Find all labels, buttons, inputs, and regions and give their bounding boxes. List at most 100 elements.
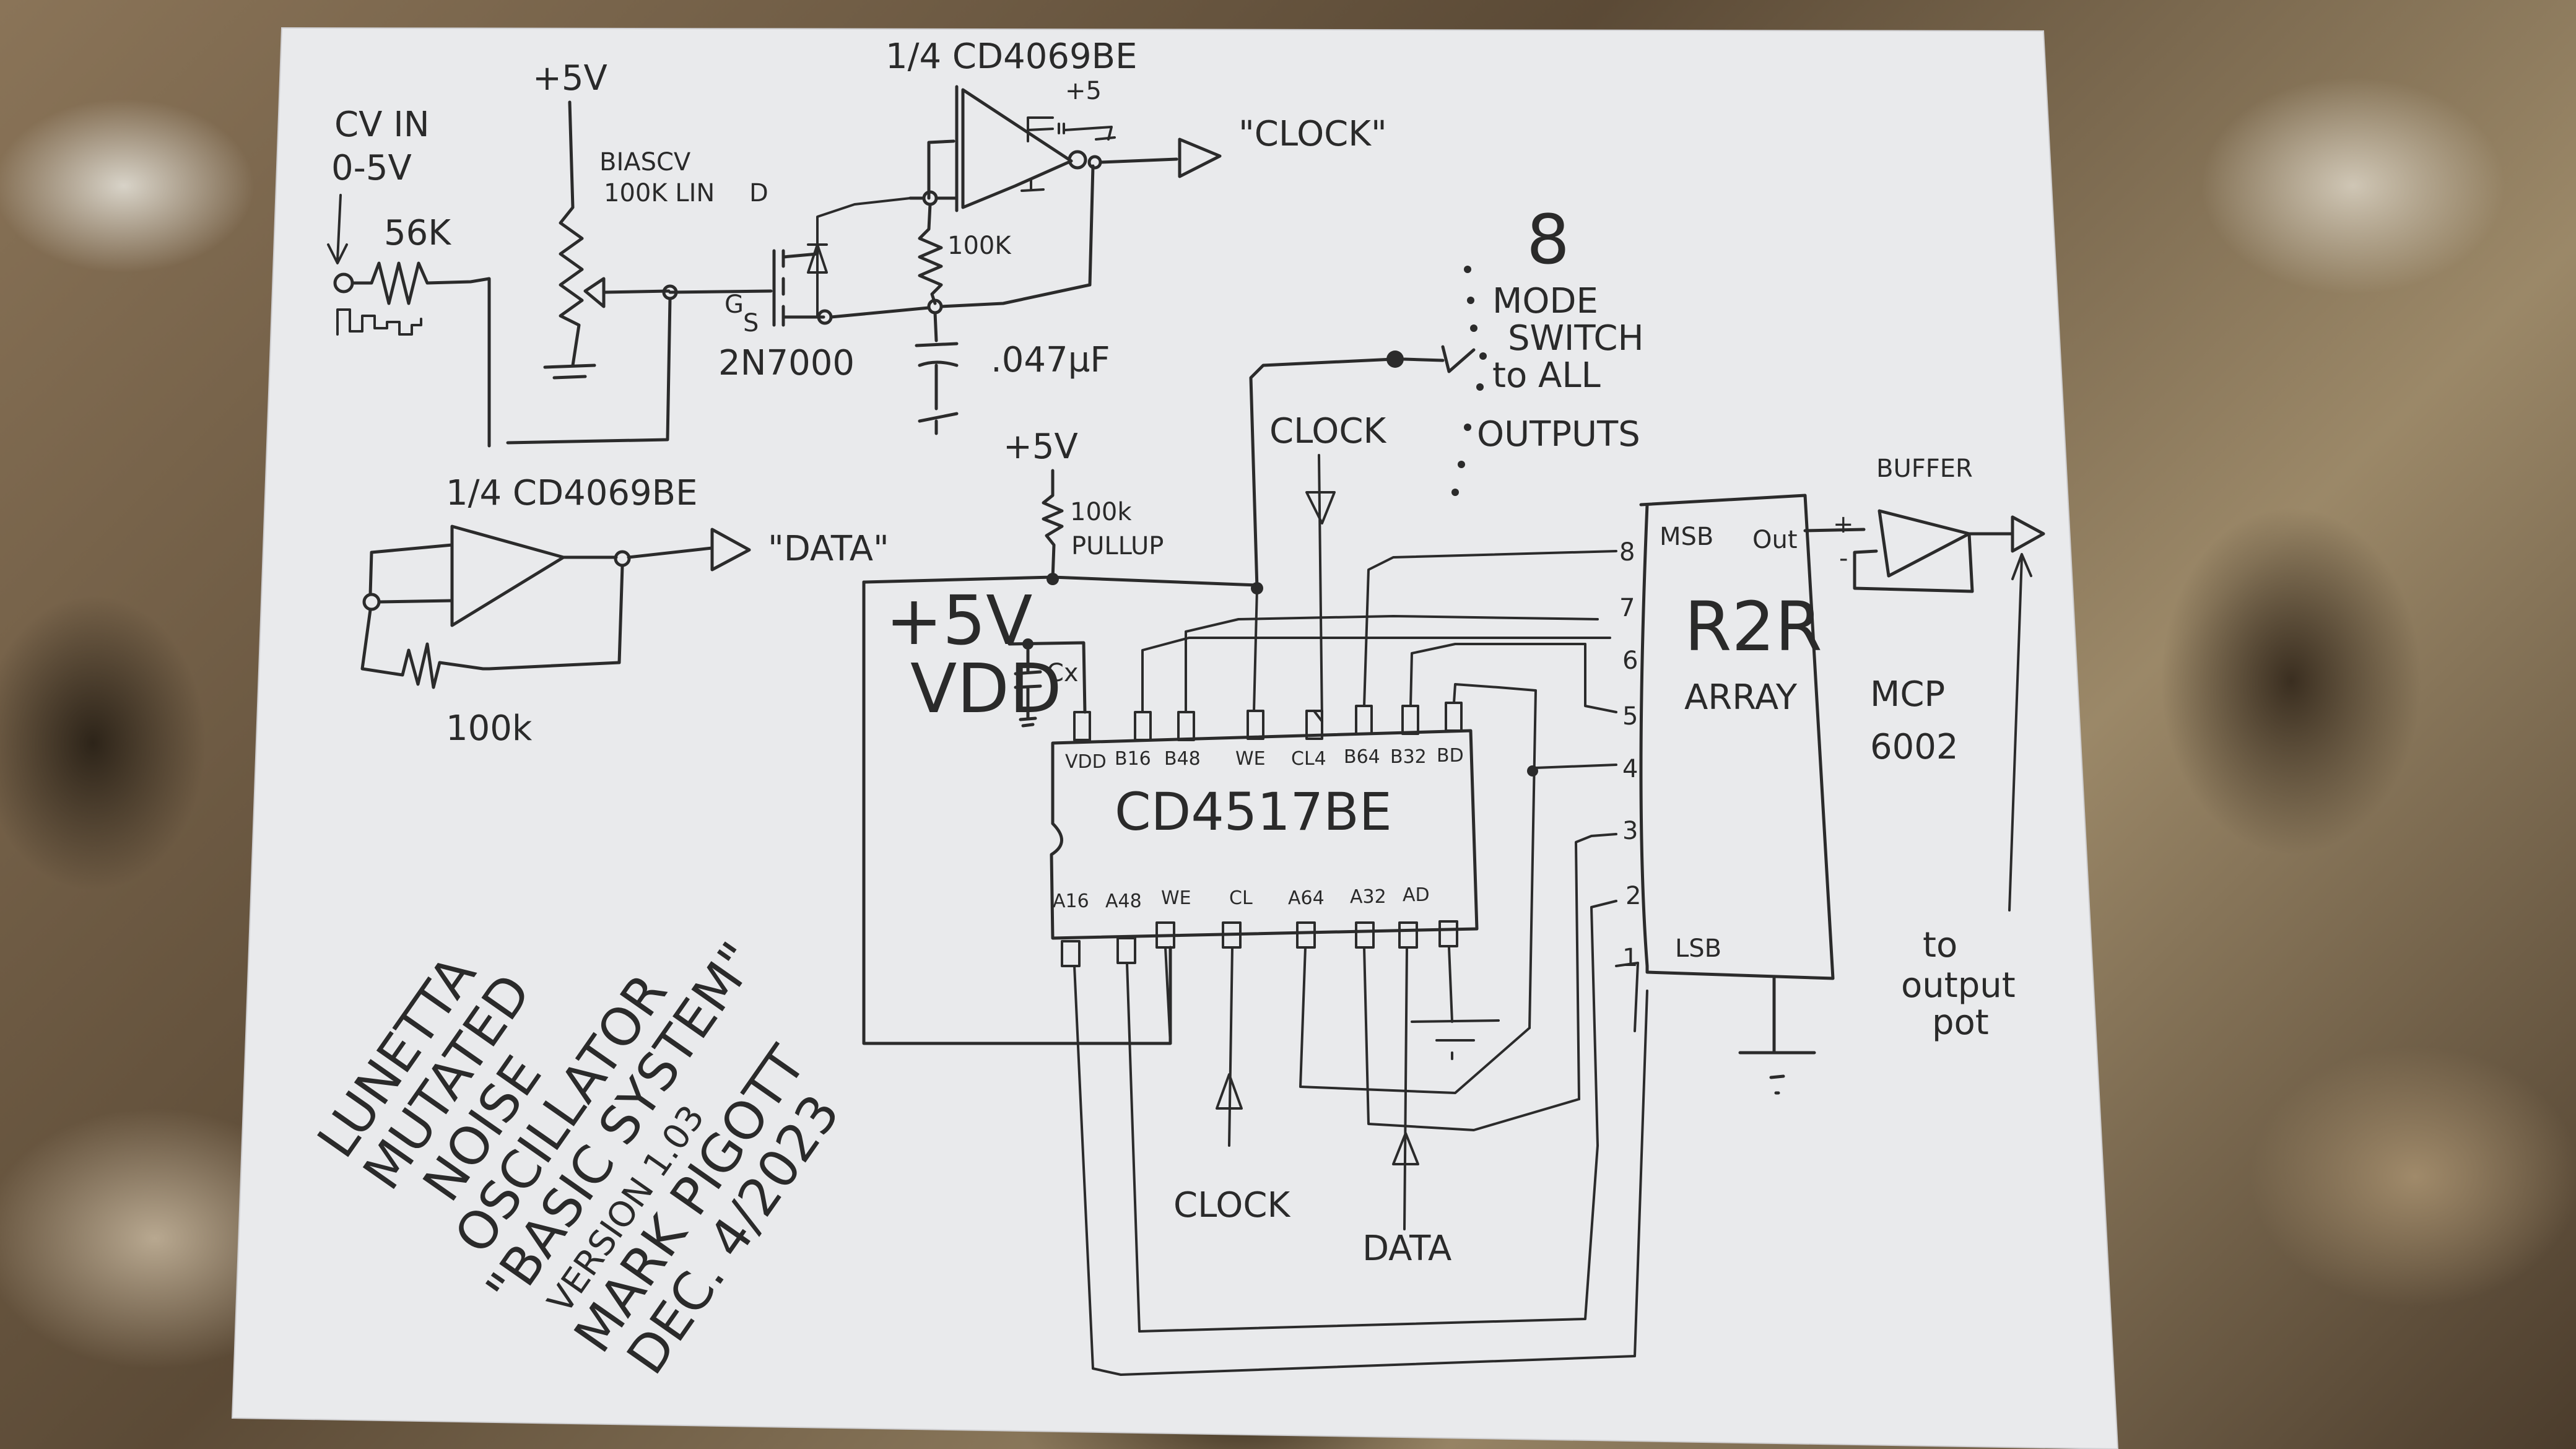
- pot-label: BIASCV: [599, 148, 691, 176]
- output-note-2: output: [1901, 965, 2016, 1006]
- mosfet-2n7000: [668, 249, 825, 327]
- clock-output-label: "CLOCK": [1238, 114, 1387, 154]
- cv-input-section: CV IN 0-5V 56K +5V BIASCV 100K LIN D G S…: [327, 58, 912, 448]
- timing-cap-label: .047µF: [991, 340, 1110, 380]
- input-resistor-56k: [350, 261, 491, 448]
- r2r-input-label: 3: [1622, 817, 1638, 845]
- mode-count-label: 8: [1526, 200, 1570, 279]
- up-arrow-icon: [2008, 553, 2032, 912]
- buffer-section: BUFFER + - MCP 6002 to output pot: [1803, 455, 2045, 1043]
- r2r-input-label: 2: [1625, 882, 1641, 910]
- title-block: LUNETTA MUTATED NOISE OSCILLATOR "BASIC …: [306, 931, 851, 1385]
- pin-label: A48: [1105, 890, 1142, 912]
- lsb-label: LSB: [1675, 934, 1721, 963]
- buffer-label: BUFFER: [1876, 455, 1973, 483]
- mosfet-pin-s: S: [743, 309, 759, 337]
- shift-register-vdd-label: VDD: [910, 649, 1062, 728]
- decoupling-cap: [1027, 116, 1116, 142]
- timing-resistor-label: 100K: [947, 232, 1012, 260]
- clock-input-flag: [1216, 946, 1243, 1147]
- ground-icon: [543, 363, 596, 380]
- junction-node: [1386, 350, 1404, 368]
- inverter-bubble: [1068, 150, 1087, 170]
- mosfet-pin-g: G: [724, 290, 744, 319]
- op-amp-part-label: MCP: [1870, 674, 1945, 715]
- clock-in-label: CLOCK: [1269, 411, 1386, 451]
- r2r-input-label: 7: [1619, 594, 1635, 622]
- bias-potentiometer: [559, 100, 584, 367]
- data-inverter: [450, 524, 565, 627]
- pin-label: WE: [1161, 887, 1191, 909]
- pin-label: A32: [1350, 886, 1386, 908]
- data-oscillator-section: 1/4 CD4069BE "DATA" 100k: [360, 473, 889, 749]
- data-inverter-chip-label: 1/4 CD4069BE: [446, 473, 697, 513]
- pin-label: B16: [1115, 748, 1151, 770]
- pullup-resistor: [1042, 469, 1064, 581]
- r2r-input-label: 1: [1622, 944, 1638, 972]
- ground-icon: [1738, 977, 1816, 1095]
- wire: [506, 297, 672, 445]
- op-amp-plus-label: +: [1833, 510, 1854, 539]
- msb-label: MSB: [1660, 523, 1713, 551]
- r2r-input-label: 5: [1622, 702, 1638, 731]
- body-diode: [807, 197, 912, 318]
- pin-label: WE: [1235, 748, 1266, 770]
- data-input-label: DATA: [1362, 1229, 1451, 1269]
- pin-label: B64: [1344, 746, 1380, 768]
- r2r-input-label: 8: [1619, 538, 1635, 567]
- wire-to-r2r-4: [1534, 764, 1617, 769]
- pullup-and-mode-switch: +5V 100k PULLUP 8 MODE SWITCH to ALL OUT…: [862, 200, 1644, 723]
- mode-switch-label-3: to ALL: [1492, 355, 1601, 396]
- wire: [927, 139, 955, 200]
- r2r-input-label: 4: [1622, 755, 1638, 783]
- data-input-flag: [1392, 946, 1419, 1230]
- input-resistor-label: 56K: [384, 213, 451, 253]
- timing-capacitor: [915, 311, 959, 435]
- wire-to-r2r-6: [1141, 637, 1611, 713]
- wire-clock-top: [1313, 710, 1323, 723]
- clock-output-flag: [1099, 137, 1222, 178]
- r2r-section: MSB Out R2R ARRAY LSB 8 7 6 5 4 3 2 1: [1619, 494, 1835, 1095]
- data-output-flag: [710, 528, 751, 572]
- wire: [377, 599, 454, 604]
- pin-label: B48: [1164, 748, 1201, 770]
- vdd-rail: [862, 575, 1259, 587]
- wire-bd: [1453, 683, 1537, 1029]
- noise-waveform-icon: [336, 308, 422, 336]
- wire-to-r2r-2: [1590, 900, 1617, 1147]
- op-amp-mcp6002: [1803, 509, 1971, 578]
- mode-switch-contacts: [1451, 266, 1487, 496]
- pin-label: CL4: [1291, 748, 1326, 770]
- clock-inverter-chip-label: 1/4 CD4069BE: [886, 37, 1137, 77]
- pin-label: BD: [1437, 745, 1464, 767]
- feedback-resistor-label: 100k: [446, 708, 533, 749]
- buffer-output-flag: [1967, 515, 2045, 553]
- wire-we-top: [1253, 587, 1258, 712]
- cv-range-label: 0-5V: [331, 148, 412, 188]
- supply-label-cv: +5V: [533, 58, 607, 98]
- mosfet-label: 2N7000: [718, 343, 855, 383]
- feedback-resistor-100k: [360, 543, 624, 689]
- clock-input-label: CLOCK: [1173, 1185, 1290, 1225]
- clock-oscillator-section: 1/4 CD4069BE +5 100K .047µF "CLOCK": [829, 37, 1387, 435]
- pin-label: CL: [1229, 887, 1253, 909]
- pot-value-label: 100K LIN: [604, 179, 715, 207]
- r2r-out-label: Out: [1752, 526, 1798, 554]
- ground-icon: [1020, 178, 1045, 192]
- r2r-input-label: 6: [1622, 646, 1638, 675]
- supply-loop-wire: [862, 580, 1172, 1045]
- op-amp-part-number: 6002: [1870, 727, 1959, 767]
- pin-label: A64: [1288, 887, 1325, 909]
- cx-label: Cx: [1046, 659, 1079, 687]
- pin-label: AD: [1403, 884, 1430, 906]
- clock-in-flag: [1305, 454, 1336, 723]
- wire: [562, 546, 714, 559]
- wire-we-bottom: [1164, 946, 1172, 1045]
- wire-to-r2r-1: [1615, 962, 1639, 1032]
- wire-to-r2r-5: [1409, 643, 1617, 713]
- mode-switch-label-2: SWITCH: [1508, 318, 1644, 359]
- wire-a64: [1299, 946, 1531, 1094]
- data-output-label: "DATA": [768, 529, 889, 569]
- pullup-supply-label: +5V: [1003, 427, 1078, 467]
